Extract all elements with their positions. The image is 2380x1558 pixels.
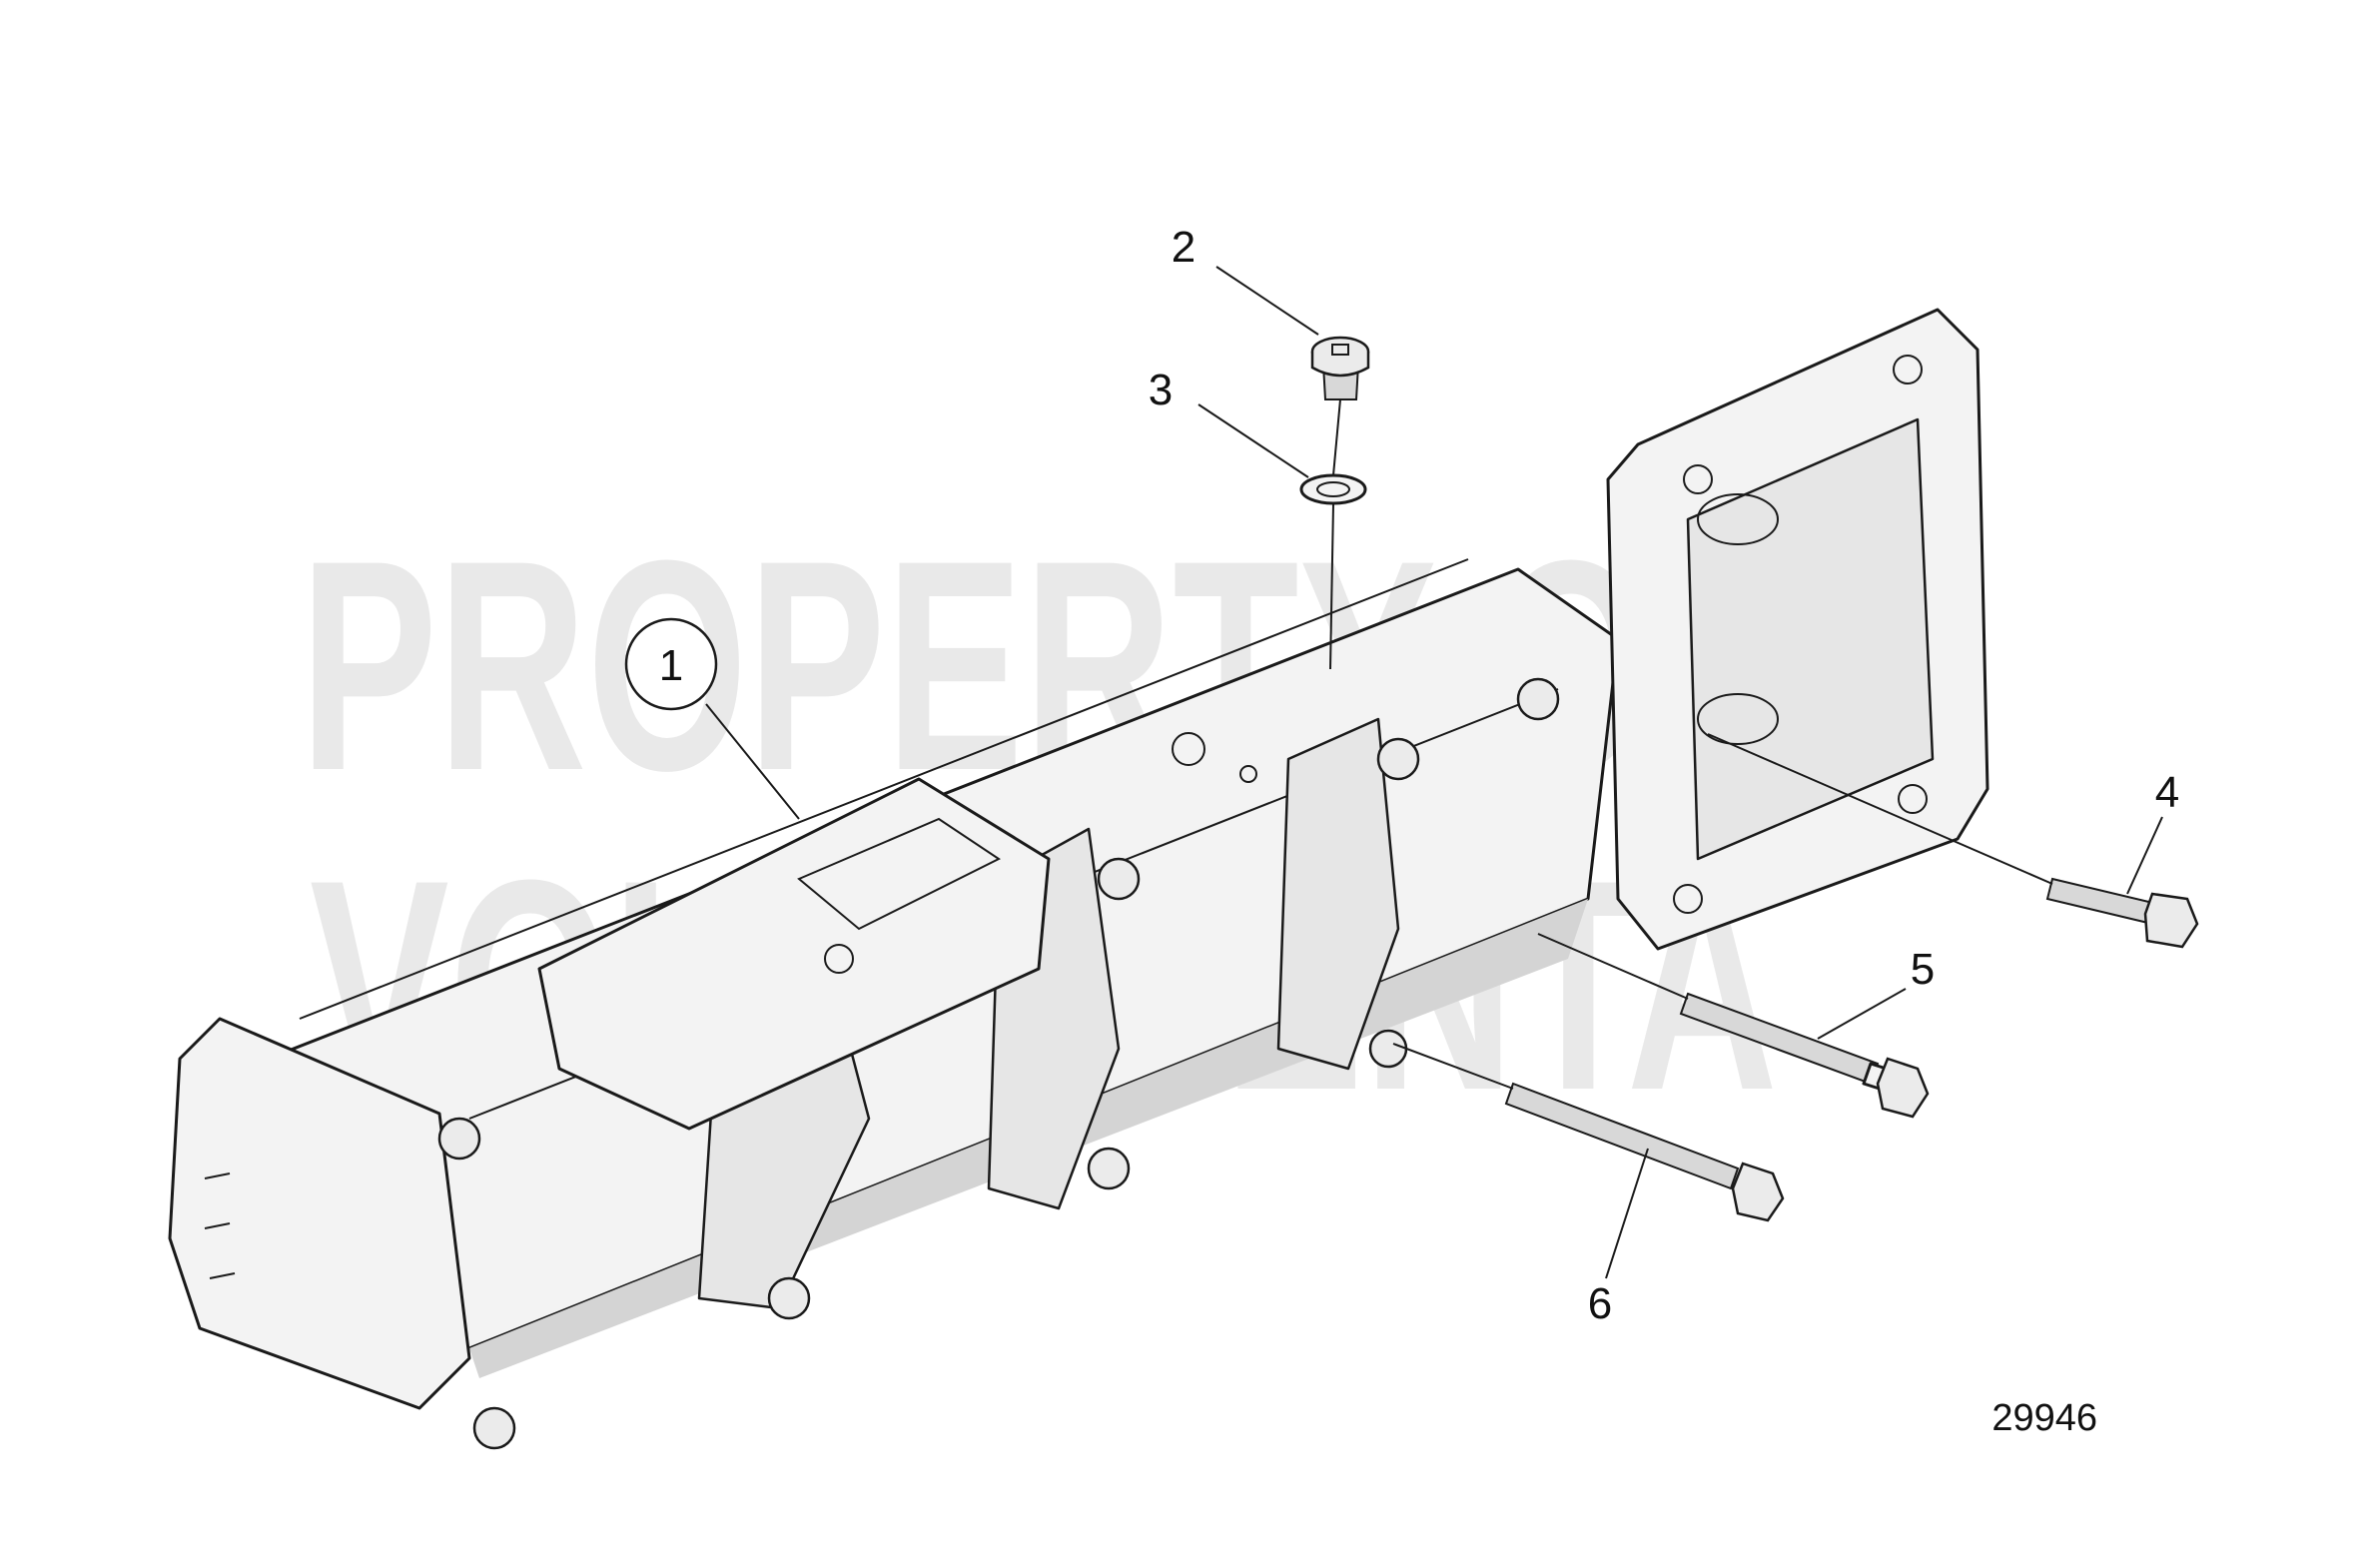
callout-5-label: 5 [1911, 945, 1935, 994]
bolt-part-6 [1504, 1082, 1785, 1222]
bolt-4-axis-line [1707, 733, 2053, 885]
manifold-body [168, 308, 1989, 1450]
callout-1-label: 1 [659, 641, 683, 690]
callout-2-label: 2 [1172, 223, 1195, 272]
leader-6 [1605, 1148, 1649, 1279]
figure-number: 29946 [1991, 1397, 2097, 1439]
leader-1 [705, 703, 800, 820]
bolt-5-axis-line [1537, 933, 1689, 1000]
callout-1-circle [624, 617, 718, 711]
bolt-part-4 [2045, 877, 2199, 949]
leader-4 [2126, 816, 2163, 895]
callout-3-label: 3 [1149, 366, 1173, 414]
leader-5 [1817, 988, 1907, 1040]
washer-part-3 [1299, 473, 1367, 505]
washer-axis-line [1329, 503, 1334, 670]
callout-4-label: 4 [2155, 768, 2179, 817]
bolt-6-axis-line [1392, 1043, 1514, 1090]
callout-1: 1 [624, 617, 718, 711]
callout-6-label: 6 [1588, 1279, 1612, 1328]
plug-part-2 [1310, 336, 1370, 400]
leader-3 [1197, 403, 1309, 478]
bolt-part-5 [1679, 992, 1930, 1119]
plug-axis-line [1332, 398, 1341, 476]
leader-2 [1215, 266, 1319, 336]
